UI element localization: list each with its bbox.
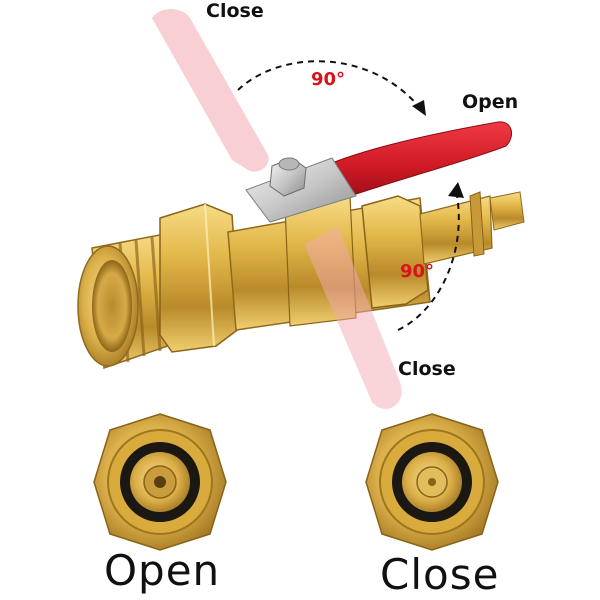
curved-dashed-arrow-icon xyxy=(397,189,460,331)
fitting-end-view-closed xyxy=(365,413,499,551)
label-angle-right: 90° xyxy=(400,261,435,282)
fitting-end-view-open xyxy=(93,413,227,551)
ghost-handle-top xyxy=(152,9,269,172)
valve-handle-red xyxy=(245,121,513,223)
ghost-handle-bottom xyxy=(304,226,402,409)
label-close-bottom: Close xyxy=(398,358,456,380)
quick-connect-plug xyxy=(419,191,525,265)
arrow-head-icon xyxy=(448,182,464,198)
arrow-head-icon xyxy=(412,100,426,116)
curved-dashed-arrow-icon xyxy=(237,60,421,109)
hose-end-fitting xyxy=(77,203,241,370)
label-close-top: Close xyxy=(206,0,264,22)
caption-open: Open xyxy=(104,546,221,595)
caption-close: Close xyxy=(380,550,500,599)
label-open-right: Open xyxy=(462,91,519,113)
label-angle-top: 90° xyxy=(311,69,346,90)
